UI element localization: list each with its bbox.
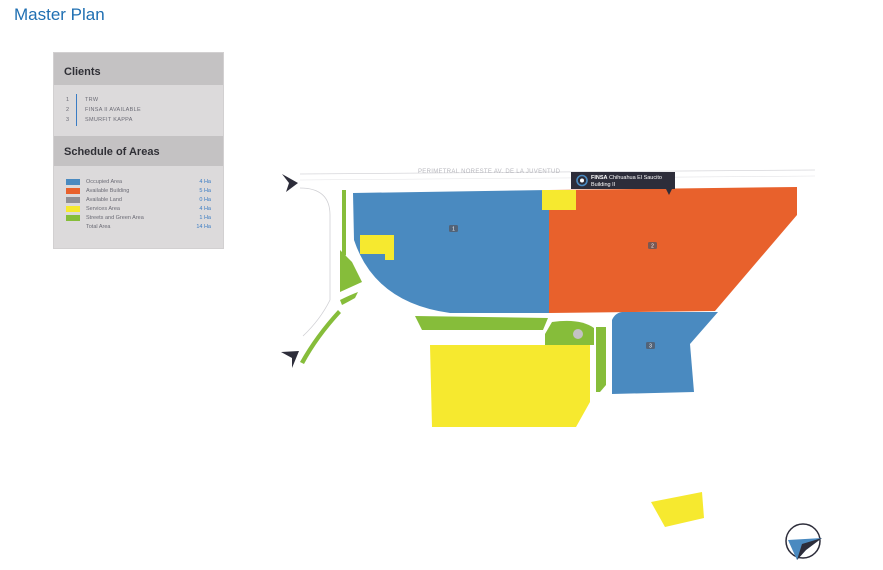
road-label: PERIMETRAL NORESTE AV. DE LA JUVENTUD	[418, 169, 561, 175]
clients-divider	[76, 94, 77, 126]
color-swatch	[66, 197, 80, 203]
plot-label: 3	[646, 342, 655, 350]
schedule-heading: Schedule of Areas	[54, 136, 223, 166]
green-area	[340, 250, 362, 292]
plot-label: 2	[648, 242, 657, 250]
color-swatch	[66, 215, 80, 221]
tooltip-line-1: FINSA Chihuahua El Saucito	[591, 175, 662, 181]
color-swatch	[66, 179, 80, 185]
green-area	[545, 320, 594, 345]
services-area[interactable]	[360, 235, 394, 260]
services-area[interactable]	[542, 190, 576, 210]
green-area	[340, 292, 358, 305]
services-area[interactable]	[430, 345, 590, 427]
services-area[interactable]	[651, 492, 704, 527]
north-arrow-icon	[785, 523, 822, 560]
entry-arrow-icon	[282, 174, 298, 192]
color-swatch	[66, 206, 80, 212]
road-edge	[299, 169, 816, 175]
svg-text:3: 3	[649, 344, 652, 350]
svg-text:1: 1	[452, 227, 455, 233]
plot-2-available-building[interactable]	[549, 187, 797, 313]
exit-arrow-icon	[281, 351, 299, 368]
tooltip-line-2: Building II	[591, 182, 616, 188]
finsa-logo-icon	[576, 174, 588, 187]
green-area	[300, 310, 341, 364]
building-tooltip[interactable]: FINSA Chihuahua El Saucito Building II	[571, 172, 675, 195]
clients-heading: Clients	[54, 53, 223, 85]
green-area	[596, 327, 606, 392]
road-edge	[299, 175, 816, 181]
plot-1-occupied[interactable]	[353, 190, 549, 313]
finsa-logo-dot	[580, 178, 584, 183]
roundabout	[573, 329, 583, 339]
page-title: Master Plan	[14, 5, 105, 24]
green-area	[342, 190, 346, 258]
plot-label: 1	[449, 225, 458, 233]
svg-text:2: 2	[651, 244, 654, 250]
color-swatch	[66, 188, 80, 194]
green-area	[415, 316, 548, 330]
access-road-edge	[299, 187, 331, 337]
plot-3-occupied[interactable]	[612, 312, 718, 394]
